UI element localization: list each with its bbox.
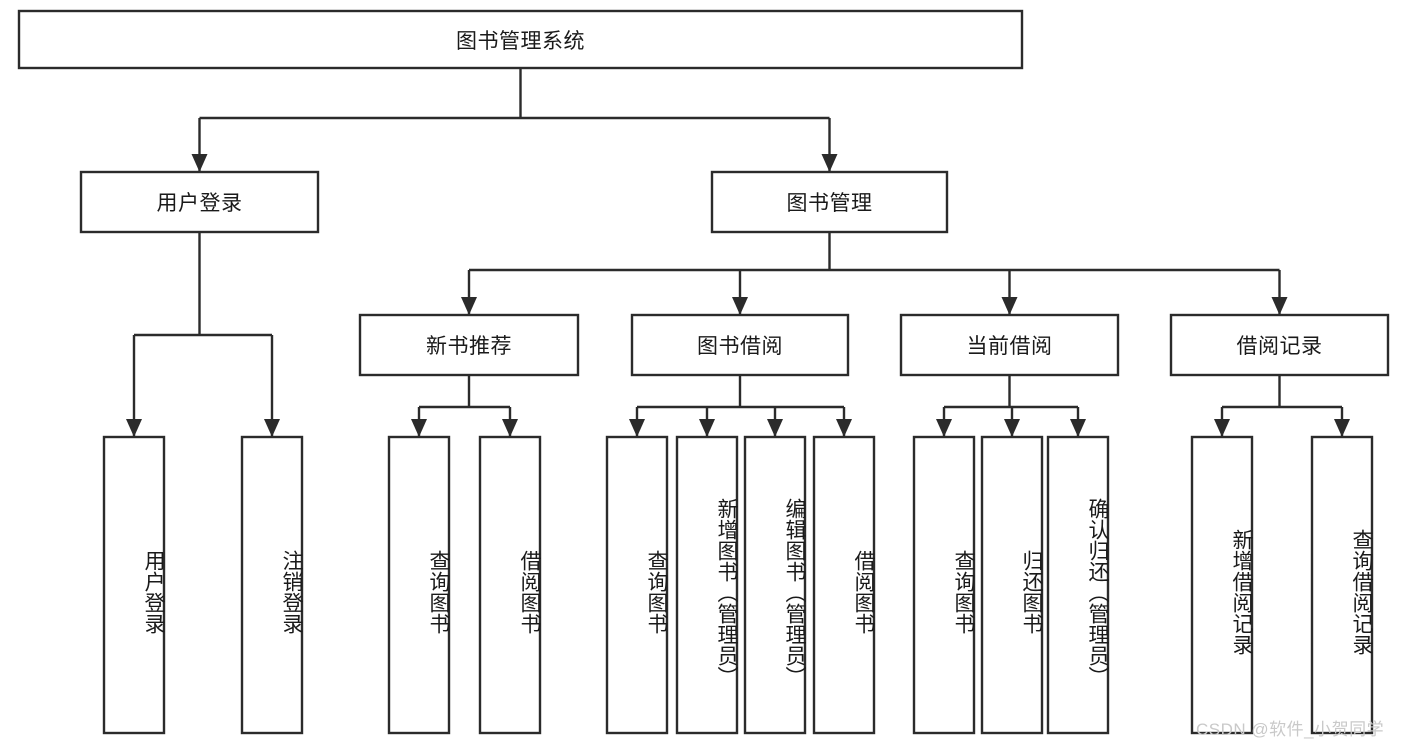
arrow-head-leaf-add-book-admin — [699, 419, 715, 437]
node-box-new-book-recommend[interactable] — [358, 313, 580, 377]
arrow-head-leaf-query-book-recommend — [411, 419, 427, 437]
arrow-head-leaf-logout — [264, 419, 280, 437]
edges-layer — [126, 68, 1350, 437]
node-box-leaf-confirm-return-admin[interactable] — [1046, 435, 1110, 735]
node-box-leaf-query-borrow-record[interactable] — [1310, 435, 1374, 735]
boxes-layer — [17, 9, 1390, 735]
arrow-head-leaf-query-book-current — [936, 419, 952, 437]
arrow-head-leaf-query-borrow-record — [1334, 419, 1350, 437]
node-box-leaf-query-book-borrow[interactable] — [605, 435, 669, 735]
arrow-head-leaf-query-book-borrow — [629, 419, 645, 437]
arrow-head-leaf-confirm-return-admin — [1070, 419, 1086, 437]
node-box-root[interactable] — [17, 9, 1024, 70]
arrow-head-leaf-return-book — [1004, 419, 1020, 437]
arrow-head-leaf-edit-book-admin — [767, 419, 783, 437]
arrow-head-leaf-user-login — [126, 419, 142, 437]
node-box-leaf-borrow-book[interactable] — [812, 435, 876, 735]
node-box-leaf-user-login[interactable] — [102, 435, 166, 735]
arrow-head-book-borrow — [732, 297, 748, 315]
node-box-leaf-return-book[interactable] — [980, 435, 1044, 735]
arrow-head-leaf-borrow-book — [836, 419, 852, 437]
node-box-leaf-borrow-book-recommend[interactable] — [478, 435, 542, 735]
node-box-leaf-edit-book-admin[interactable] — [743, 435, 807, 735]
arrow-head-book-management — [821, 154, 838, 172]
node-box-book-borrow[interactable] — [630, 313, 850, 377]
arrow-head-user-login — [191, 154, 208, 172]
node-box-leaf-logout[interactable] — [240, 435, 304, 735]
node-box-leaf-add-book-admin[interactable] — [675, 435, 739, 735]
arrow-head-current-borrow — [1001, 297, 1018, 315]
node-box-leaf-add-borrow-record[interactable] — [1190, 435, 1254, 735]
arrow-head-leaf-borrow-book-recommend — [502, 419, 518, 437]
node-box-user-login[interactable] — [79, 170, 320, 234]
csdn-watermark: CSDN @软件_小贺同学 — [1196, 720, 1385, 739]
node-box-current-borrow[interactable] — [899, 313, 1120, 377]
node-box-leaf-query-book-current[interactable] — [912, 435, 976, 735]
node-box-leaf-query-book-recommend[interactable] — [387, 435, 451, 735]
node-box-book-management[interactable] — [710, 170, 949, 234]
arrow-head-leaf-add-borrow-record — [1214, 419, 1230, 437]
arrow-head-borrow-record — [1271, 297, 1288, 315]
arrow-head-new-book-recommend — [461, 297, 477, 315]
node-box-borrow-record[interactable] — [1169, 313, 1390, 377]
